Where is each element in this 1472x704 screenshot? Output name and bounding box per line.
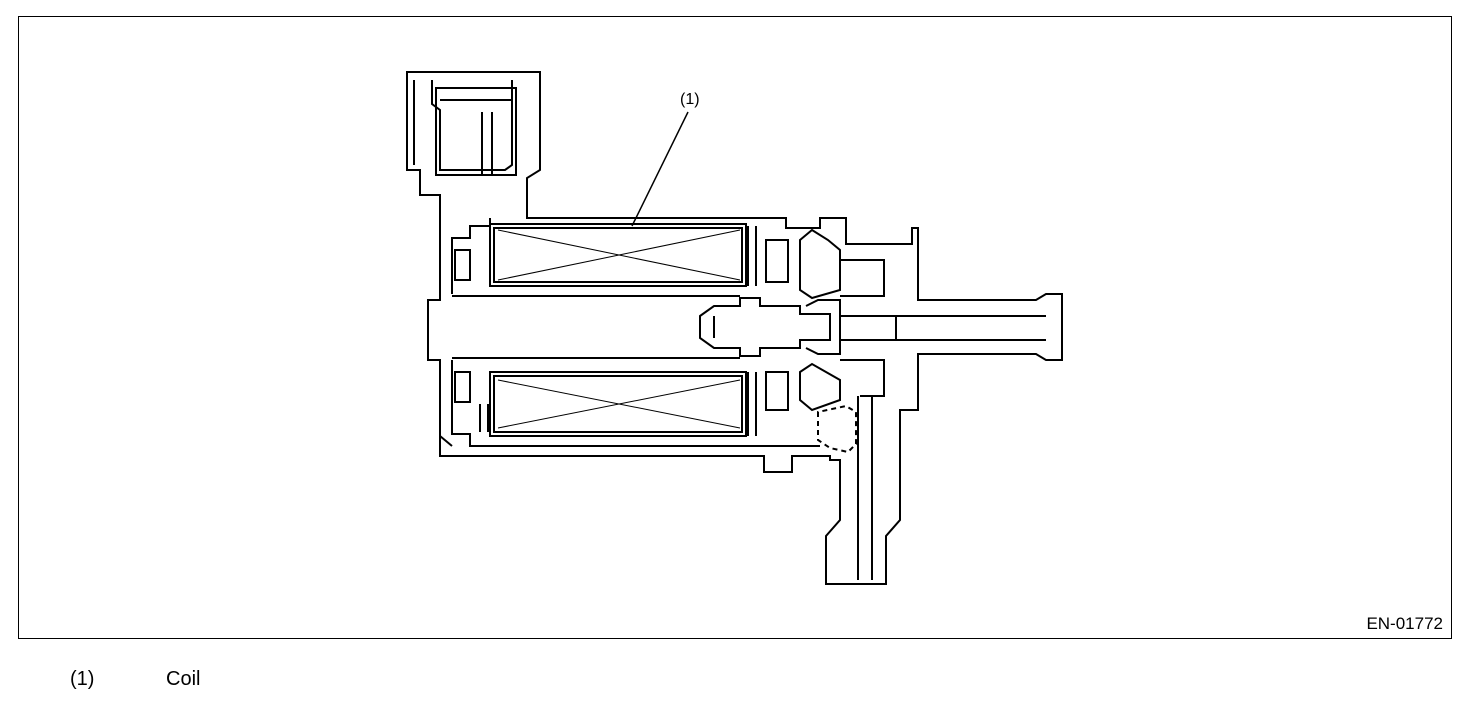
nozzle-passages xyxy=(817,259,1046,580)
coil-upper xyxy=(489,223,841,300)
body-inner xyxy=(439,218,820,447)
figure-frame: EN-01772 xyxy=(18,16,1452,639)
callout-1: (1) xyxy=(631,91,700,227)
coil-lower xyxy=(489,362,841,437)
callout-label: (1) xyxy=(680,91,700,108)
legend-number: (1) xyxy=(70,668,95,690)
legend-description: Coil xyxy=(166,668,201,690)
figure-id: EN-01772 xyxy=(1366,614,1443,633)
connector xyxy=(406,71,1063,585)
plunger xyxy=(452,295,841,359)
